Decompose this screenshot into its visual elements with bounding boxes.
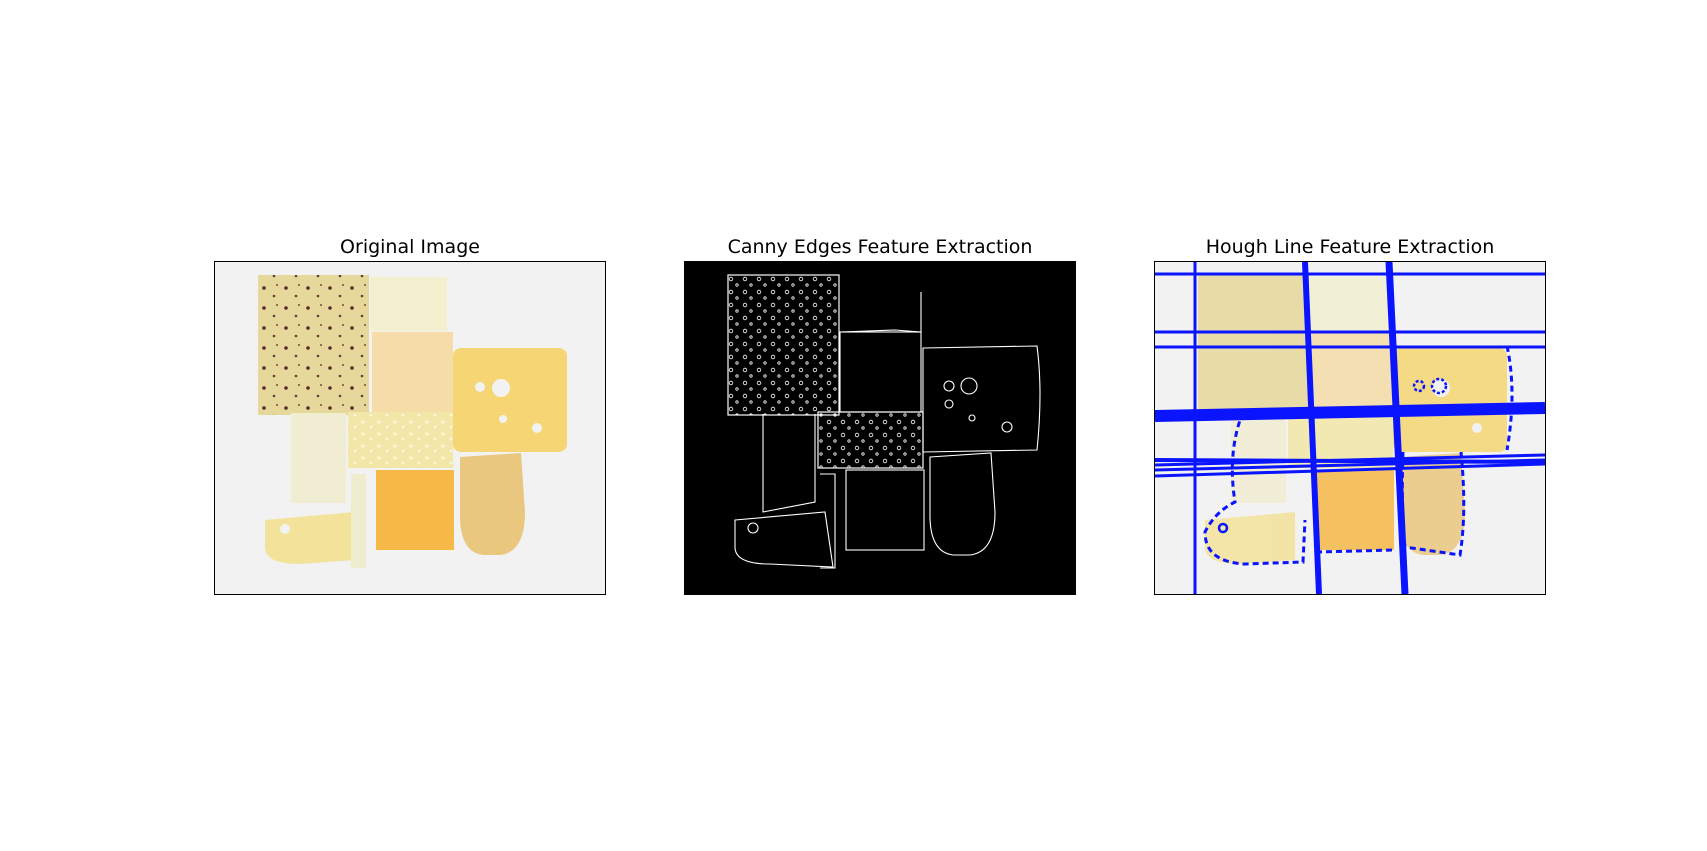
canny-edge-image <box>684 261 1076 595</box>
panel-title: Original Image <box>340 236 480 258</box>
edge-map <box>685 262 1075 594</box>
hough-line-image <box>1154 261 1546 595</box>
photo-with-blue-line-overlay <box>1155 262 1545 594</box>
panel-title: Canny Edges Feature Extraction <box>727 236 1033 258</box>
panel-title: Hough Line Feature Extraction <box>1205 236 1495 258</box>
original-image <box>214 261 606 595</box>
cheese-collage-photo <box>215 262 605 594</box>
